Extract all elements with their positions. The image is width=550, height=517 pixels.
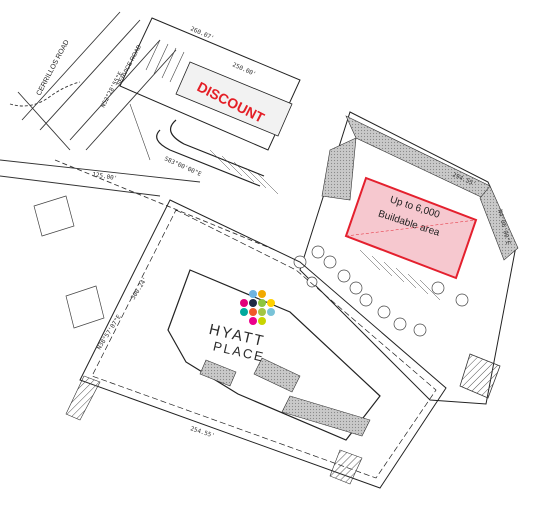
- logo-dot: [258, 290, 266, 298]
- bearing-3: 125.00': [92, 171, 118, 182]
- logo-dot: [249, 317, 257, 325]
- hotel-building: [167, 269, 381, 441]
- discount-parcel: [119, 17, 301, 187]
- hyatt-place-logo: [240, 290, 275, 325]
- logo-dot: [258, 308, 266, 316]
- bearing-1: N52°28'55"E: [100, 70, 125, 109]
- logo-dot: [240, 299, 248, 307]
- right-parcel: [299, 111, 519, 405]
- detail-boxes: [33, 195, 105, 329]
- logo-dot: [267, 308, 275, 316]
- road-lines: [0, 11, 276, 251]
- logo-dot: [249, 299, 257, 307]
- logo-dot: [267, 299, 275, 307]
- logo-dot: [249, 308, 257, 316]
- logo-dot: [258, 317, 266, 325]
- landscape-trees: [293, 245, 469, 337]
- hotel-parcel: [65, 199, 447, 489]
- logo-dot: [258, 299, 266, 307]
- dim-top-frontage: 250.00': [231, 61, 257, 78]
- logo-dot: [249, 290, 257, 298]
- logo-dot: [240, 308, 248, 316]
- buildable-area: [344, 176, 478, 280]
- dim-top-frontage-b: 260.07': [189, 25, 215, 42]
- parking-stalls: [209, 149, 441, 301]
- cerrillos-road-label: CERRILLOS ROAD: [36, 39, 71, 97]
- bearing-2: S83°00'00"E: [163, 155, 203, 178]
- dim-left-side: 300.24': [130, 276, 149, 301]
